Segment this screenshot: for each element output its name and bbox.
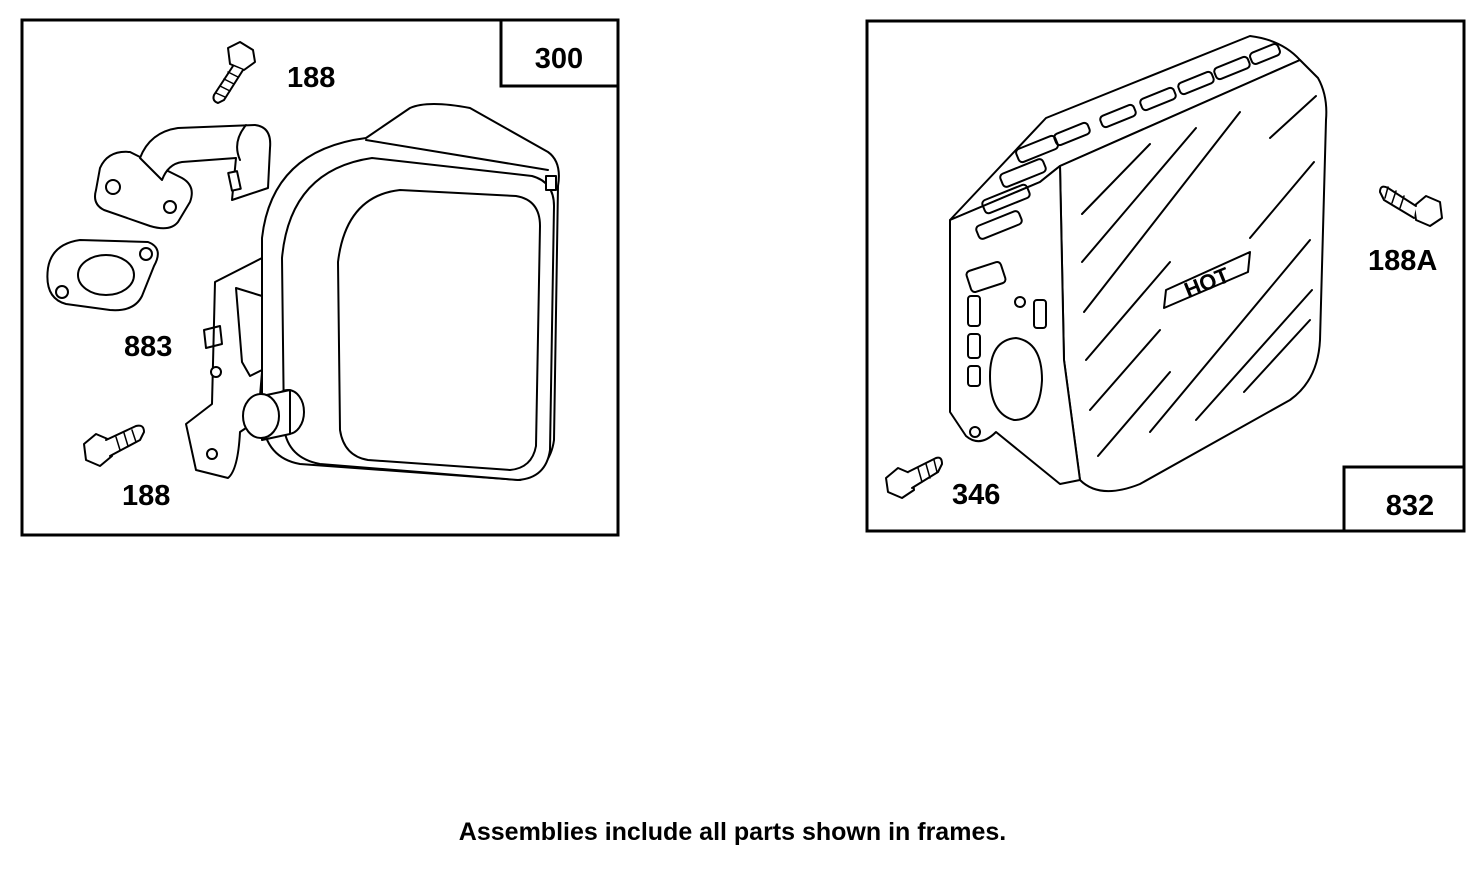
bolt-188-top-icon xyxy=(212,41,256,104)
callout-346: 346 xyxy=(952,479,1000,511)
hot-badge-icon xyxy=(1163,251,1251,309)
right-assembly-number: 832 xyxy=(1386,490,1434,522)
muffler-bracket-icon xyxy=(185,257,271,479)
gasket-883-icon xyxy=(46,239,159,312)
assembly-caption: Assemblies include all parts shown in fr… xyxy=(458,818,1007,846)
left-frame: 300 188 883 xyxy=(20,18,620,537)
callout-883: 883 xyxy=(124,331,172,363)
right-frame-border xyxy=(865,19,1466,533)
callout-188-top: 188 xyxy=(287,62,335,94)
muffler-body-icon xyxy=(242,103,560,481)
bolt-346-icon xyxy=(885,456,943,499)
left-assembly-number: 300 xyxy=(535,43,583,75)
left-frame-border xyxy=(20,18,620,537)
exhaust-pipe-icon xyxy=(94,124,272,230)
bolt-188-bottom-icon xyxy=(83,424,145,467)
callout-188-bottom: 188 xyxy=(122,480,170,512)
callout-188a: 188A xyxy=(1368,245,1437,277)
right-assembly-box xyxy=(1342,465,1466,533)
bolt-188a-icon xyxy=(1379,185,1443,227)
right-frame: 832 xyxy=(865,19,1466,533)
muffler-guard-icon xyxy=(949,35,1328,493)
left-assembly-box xyxy=(499,18,620,88)
